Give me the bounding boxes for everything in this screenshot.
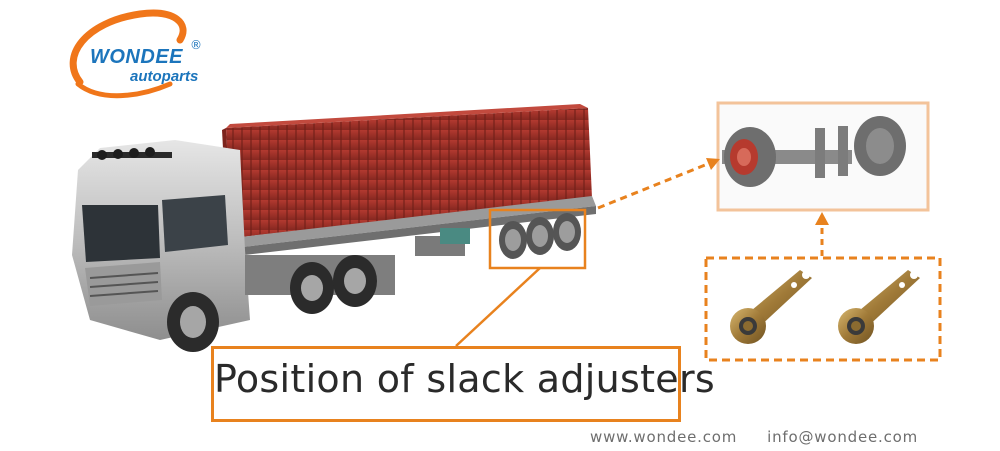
logo-registered-mark: ® — [190, 38, 202, 52]
footer-email[interactable]: info@wondee.com — [767, 428, 919, 446]
trailer-axle-highlight — [488, 208, 587, 270]
logo-swoosh-icon — [69, 9, 187, 99]
dashed-arrow-up — [815, 212, 829, 256]
wondee-logo: WONDEE ® autoparts — [60, 2, 230, 112]
caption-box: Position of slack adjusters — [211, 346, 716, 422]
logo-brand: WONDEE — [90, 46, 183, 68]
footer-website[interactable]: www.wondee.com — [590, 428, 738, 446]
footer-contact: www.wondee.com info@wondee.com — [590, 428, 918, 446]
slack-adjuster-right — [838, 270, 920, 344]
axle-detail-panel — [716, 101, 930, 212]
tractor-wheels — [167, 255, 377, 352]
caption-text: Position of slack adjusters — [214, 357, 716, 401]
dashed-arrow-to-axle — [597, 158, 720, 210]
slack-adjuster-left — [730, 270, 812, 344]
logo-tagline: autoparts — [130, 68, 199, 85]
pointer-line — [455, 267, 541, 347]
trailer-wheels — [499, 213, 581, 259]
slack-adjusters-panel — [704, 256, 942, 362]
